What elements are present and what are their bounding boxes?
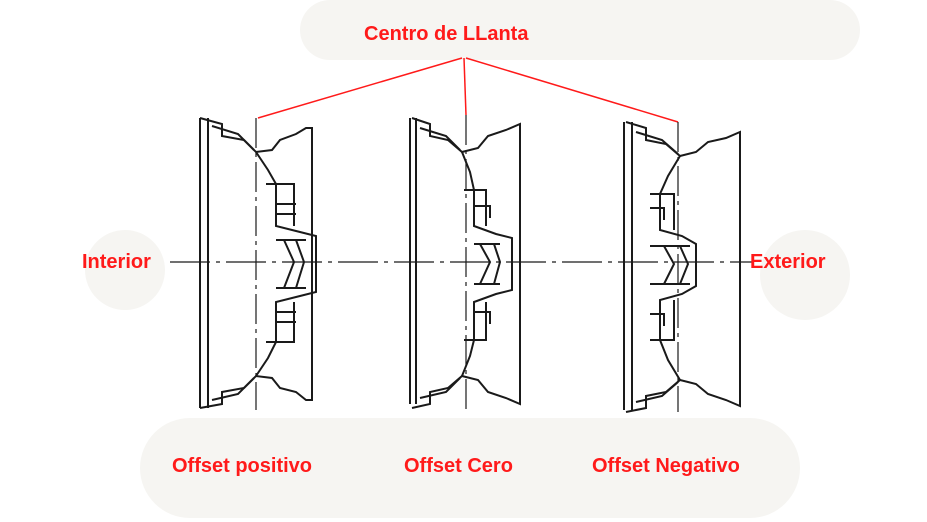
wheel-label-negative: Offset Negativo <box>592 455 740 477</box>
exterior-label: Exterior <box>750 251 826 273</box>
pointer-lines <box>257 57 679 123</box>
title-halo <box>300 0 860 60</box>
wheel-zero <box>409 115 521 410</box>
pointer-line-negative <box>465 57 679 123</box>
interior-label: Interior <box>82 251 151 273</box>
labels-halo <box>140 418 800 518</box>
pointer-line-zero <box>463 57 467 116</box>
wheel-positive <box>199 117 317 410</box>
wheel-label-positive: Offset positivo <box>172 455 313 477</box>
exterior-halo <box>760 230 850 320</box>
pointer-line-positive <box>257 57 463 119</box>
wheel-negative <box>623 121 741 413</box>
diagram-title: Centro de LLanta <box>364 23 529 45</box>
interior-halo <box>85 230 165 310</box>
wheel-label-zero: Offset Cero <box>404 455 513 477</box>
